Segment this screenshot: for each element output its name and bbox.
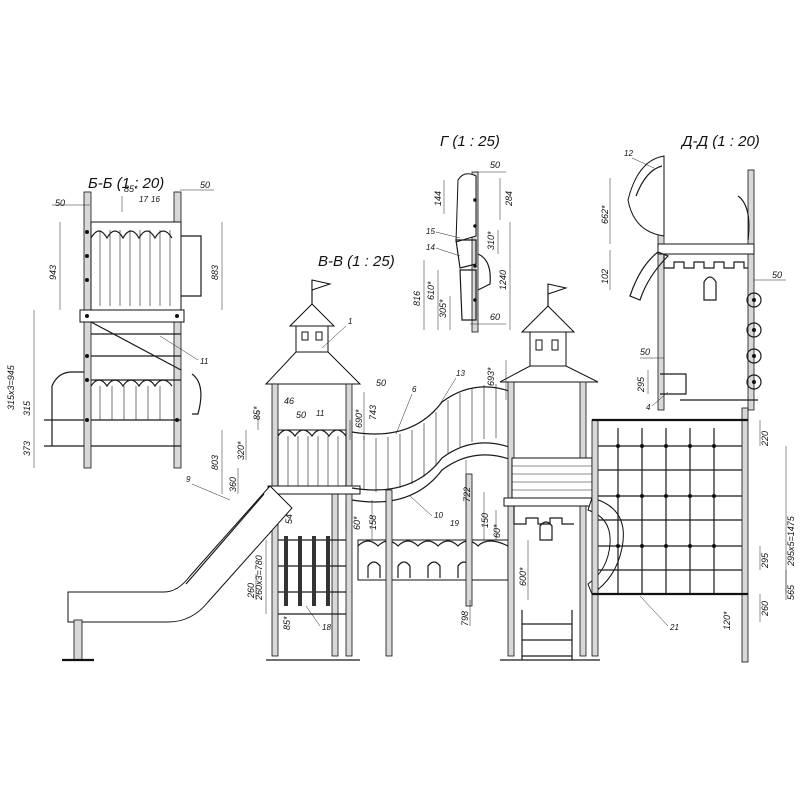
dim-g-284: 284: [504, 191, 514, 207]
dim-g-1240: 1240: [498, 270, 508, 290]
ref-9: 9: [186, 475, 191, 484]
ref-18: 18: [322, 623, 331, 632]
dim-vv-295x5: 295x5=1475: [786, 515, 796, 567]
ref-19: 19: [450, 519, 459, 528]
ref-1: 1: [348, 317, 352, 326]
ref-16: 16: [151, 195, 160, 204]
dim-bb-373: 373: [22, 441, 32, 456]
dim-vv-60a: 60*: [352, 516, 362, 530]
dim-vv-565: 565: [786, 584, 796, 600]
dim-bb-315x3: 315x3=945: [6, 364, 16, 410]
dim-vv-220: 220: [760, 431, 770, 447]
dim-bb-883: 883: [210, 265, 220, 280]
dim-vv-690: 690*: [354, 409, 364, 428]
dim-dd-295: 295: [636, 376, 646, 393]
dim-vv-54: 54: [284, 514, 294, 524]
dim-vv-260x3: 260x3=780: [254, 555, 264, 601]
dim-vv-50: 50: [376, 378, 386, 388]
dim-vv-85: 85*: [252, 406, 262, 420]
dim-vv-798: 798: [460, 611, 470, 626]
dim-bb-315: 315: [22, 400, 32, 416]
dim-vv-60b: 60*: [492, 524, 502, 538]
dim-g-60: 60: [490, 312, 500, 322]
ref-13: 13: [456, 369, 465, 378]
ref-15: 15: [426, 227, 435, 236]
ref-17: 17: [139, 195, 148, 204]
dim-dd-102: 102: [600, 269, 610, 284]
dim-vv-600: 600*: [518, 567, 528, 586]
ref-4: 4: [646, 403, 651, 412]
dim-g-50: 50: [490, 160, 500, 170]
dim-dd-50-right: 50: [772, 270, 782, 280]
dim-vv-50b: 50: [296, 410, 306, 420]
ref-11-bb: 11: [200, 357, 208, 366]
ref-6: 6: [412, 385, 417, 394]
view-title-bb: Б-Б (1 : 20): [88, 175, 164, 192]
dim-vv-158: 158: [368, 515, 378, 530]
dim-vv-803: 803: [210, 455, 220, 470]
dim-vv-260: 260: [246, 583, 256, 599]
ref-10: 10: [434, 511, 443, 520]
ref-11-vv: 11: [316, 409, 324, 418]
dim-bb-50-left: 50: [55, 198, 65, 208]
dim-dd-50-left: 50: [640, 347, 650, 357]
dim-g-305: 305*: [438, 299, 448, 318]
view-g: 50 144 284 310* 1240 816 610* 305* 60 15…: [412, 160, 514, 333]
view-title-g: Г (1 : 25): [440, 133, 500, 150]
dim-g-610: 610*: [426, 281, 436, 300]
dim-vv-46: 46: [284, 396, 294, 406]
dim-dd-662: 662*: [600, 205, 610, 224]
dim-bb-85: 85*: [124, 184, 138, 194]
dim-g-310: 310*: [486, 231, 496, 250]
ref-21: 21: [669, 623, 679, 632]
dim-vv-150: 150: [480, 513, 490, 528]
dim-vv-743: 743: [368, 405, 378, 420]
dim-vv-360: 360: [228, 477, 238, 492]
view-vv: 50 743 690* 693* 85* 46 50 320* 803 360 …: [62, 279, 796, 663]
view-title-dd: Д-Д (1 : 20): [680, 133, 760, 150]
dim-g-144: 144: [433, 191, 443, 206]
dim-vv-260b: 260: [760, 601, 770, 617]
dim-vv-320: 320*: [236, 441, 246, 460]
dim-bb-943: 943: [48, 265, 58, 280]
view-bb: 50 50 85* 943 883 315x3=945 315 373 17 1…: [6, 180, 223, 469]
view-dd: 662* 102 50 50 295 12 4: [600, 149, 786, 412]
dim-vv-295: 295: [760, 552, 770, 569]
ref-12: 12: [624, 149, 633, 158]
dim-vv-120: 120*: [722, 611, 732, 630]
dim-vv-722: 722: [462, 487, 472, 502]
dim-vv-693: 693*: [486, 367, 496, 386]
dim-g-816: 816: [412, 291, 422, 306]
ref-14: 14: [426, 243, 435, 252]
view-title-vv: В-В (1 : 25): [318, 253, 395, 270]
dim-vv-85b: 85*: [282, 616, 292, 630]
dim-bb-50-top: 50: [200, 180, 210, 190]
